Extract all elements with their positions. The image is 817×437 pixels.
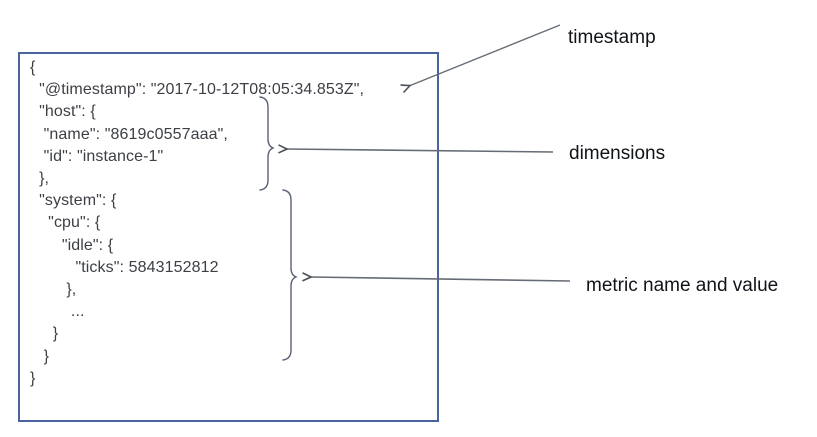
json-document-box	[18, 52, 439, 422]
metric-label: metric name and value	[586, 275, 779, 296]
json-code-block: { "@timestamp": "2017-10-12T08:05:34.853…	[30, 59, 365, 387]
timestamp-label: timestamp	[568, 27, 656, 48]
dimensions-label: dimensions	[569, 143, 666, 164]
